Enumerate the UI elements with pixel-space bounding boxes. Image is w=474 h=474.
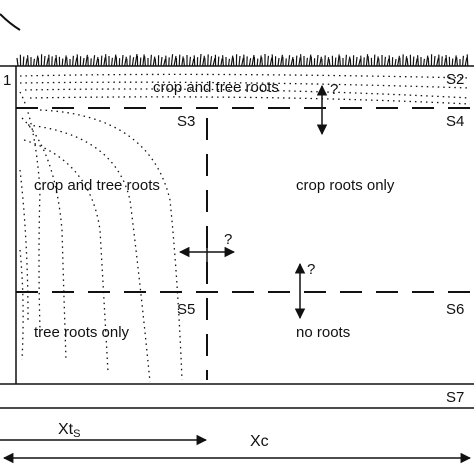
label-s7: S7 — [446, 389, 464, 406]
uncertainty-mark-lateral: ? — [224, 231, 232, 248]
label-s5: S5 — [177, 301, 195, 318]
zone-upper-layer: crop and tree roots — [153, 79, 279, 96]
uncertainty-mark-lower: ? — [307, 261, 315, 278]
label-xc: Xc — [250, 433, 269, 450]
uncertainty-mark-upper: ? — [330, 81, 338, 98]
label-xts: XtS — [58, 421, 80, 440]
corner-curve — [0, 13, 21, 31]
zone-left-lower: tree roots only — [34, 324, 130, 341]
label-s2: S2 — [446, 71, 464, 88]
label-s6: S6 — [446, 301, 464, 318]
zone-right-lower: no roots — [296, 324, 350, 341]
label-s4: S4 — [446, 113, 464, 130]
topsoil-root-traces — [19, 73, 471, 105]
zone-left-middle: crop and tree roots — [34, 177, 160, 194]
label-s3: S3 — [177, 113, 195, 130]
tree-root-traces — [19, 91, 183, 383]
zone-right-middle: crop roots only — [296, 177, 395, 194]
top-left-mark: 1 — [3, 72, 11, 89]
grass-strip-icon — [16, 53, 469, 67]
